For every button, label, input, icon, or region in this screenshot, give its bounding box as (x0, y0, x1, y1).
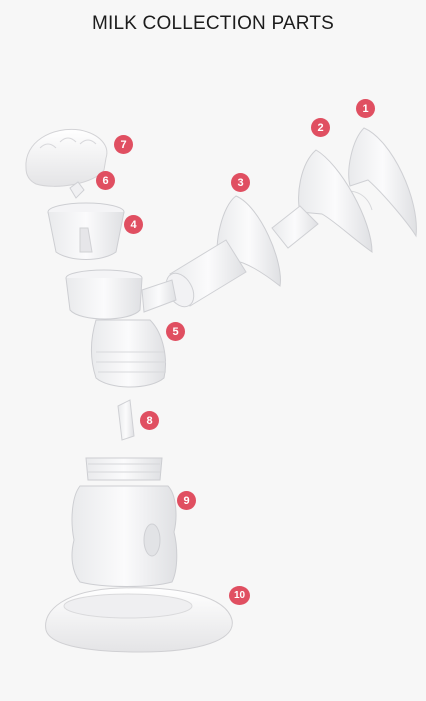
part-number-badge: 6 (96, 171, 115, 190)
flange-insert-part (271, 149, 373, 253)
small-connector-part (117, 399, 135, 441)
base-part (45, 587, 233, 653)
part-number-badge: 1 (356, 99, 375, 118)
white-cap-part (25, 128, 108, 187)
part-number-badge: 5 (166, 322, 185, 341)
part-number-badge: 7 (114, 135, 133, 154)
valve-part (69, 181, 85, 199)
bottle-part (71, 457, 178, 587)
part-number-badge: 3 (231, 173, 250, 192)
part-number-badge: 9 (177, 491, 196, 510)
pump-body-part (65, 269, 177, 388)
connector-funnel-part (165, 195, 281, 308)
part-number-badge: 2 (311, 118, 330, 137)
page-title: MILK COLLECTION PARTS (91, 13, 335, 34)
part-number-badge: 4 (124, 215, 143, 234)
cup-insert-part (47, 202, 125, 260)
part-number-badge: 10 (229, 586, 250, 605)
part-number-badge: 8 (140, 411, 159, 430)
